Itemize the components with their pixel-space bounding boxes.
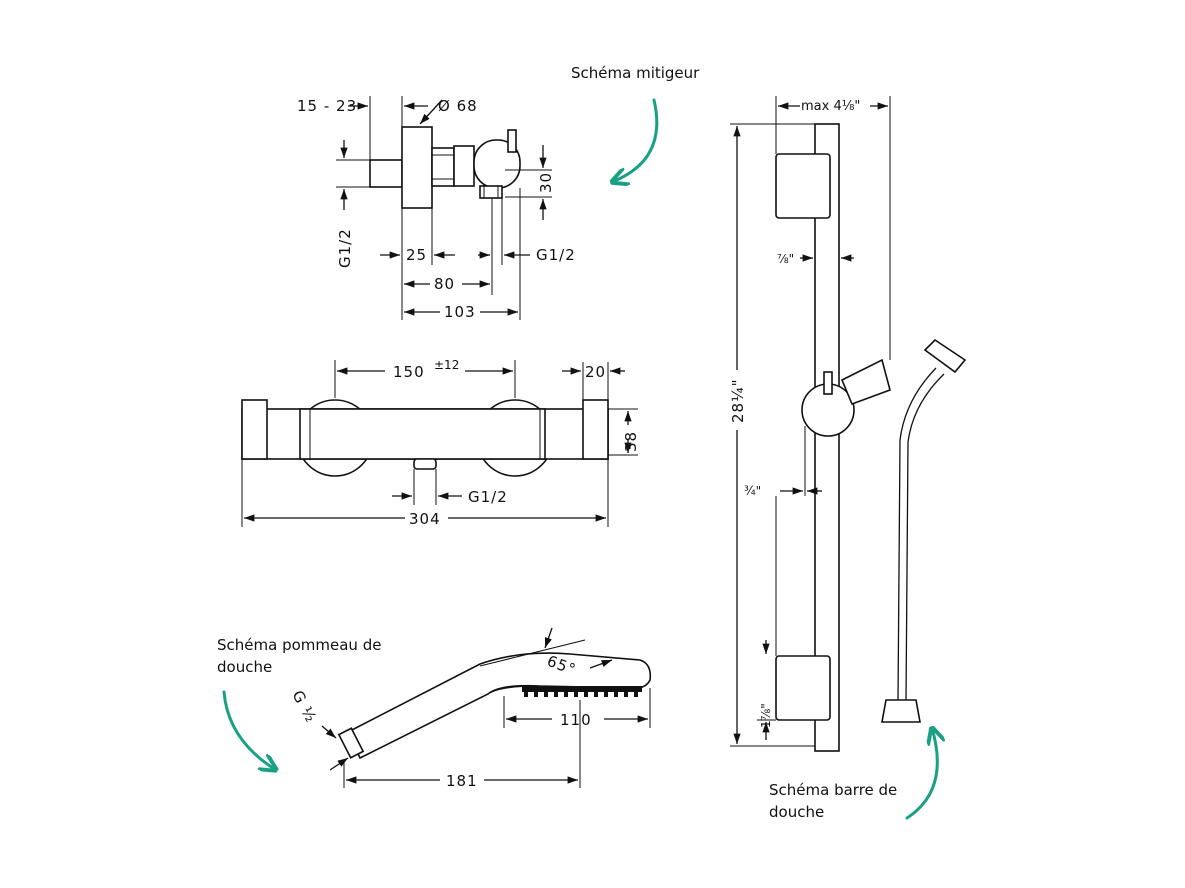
arrow-mixer xyxy=(612,98,659,182)
shower-bar-view: max 4⅛" ⅞" 28¼" ¾" 1⅞" xyxy=(729,96,967,752)
mixer-side-view: 15 - 23 Ø 68 G1/2 30 25 G1/2 80 xyxy=(297,96,576,321)
arrow-handshower xyxy=(222,690,276,770)
dim-304: 304 xyxy=(409,510,441,528)
dim-3-4: ¾" xyxy=(744,484,761,498)
dim-g12-front: G1/2 xyxy=(468,488,508,506)
dim-g12-left: G1/2 xyxy=(336,228,354,268)
dim-80: 80 xyxy=(434,275,455,293)
dim-28-1-4: 28¼" xyxy=(729,378,747,423)
caption-handshower: Schéma pommeau de douche xyxy=(217,636,382,676)
dim-150: 150 xyxy=(393,363,425,381)
dim-181: 181 xyxy=(446,772,478,790)
dim-20: 20 xyxy=(585,363,606,381)
dim-150-tolerance: ±12 xyxy=(434,358,459,372)
dim-110: 110 xyxy=(560,711,592,729)
dim-30: 30 xyxy=(537,172,555,193)
arrow-bar xyxy=(905,728,937,820)
dim-max-4-1-8: max 4⅛" xyxy=(801,99,860,114)
spray-nozzles xyxy=(522,686,642,697)
dim-g12-handshower: G ½ xyxy=(288,687,320,725)
dim-25: 25 xyxy=(406,246,427,264)
dim-38: 38 xyxy=(622,431,640,452)
dim-7-8: ⅞" xyxy=(777,252,794,266)
dim-g12-right: G1/2 xyxy=(536,246,576,264)
dim-diameter-68: Ø 68 xyxy=(438,97,478,115)
handshower-view: 65° 110 G ½ 181 xyxy=(288,627,652,790)
dim-15-23: 15 - 23 xyxy=(297,97,357,115)
caption-bar: Schéma barre de douche xyxy=(769,781,898,821)
caption-mixer: Schéma mitigeur xyxy=(571,64,700,82)
dim-103: 103 xyxy=(444,303,476,321)
dim-1-7-8: 1⅞" xyxy=(759,703,773,728)
mixer-front-view: 150 ±12 20 38 G1/2 304 xyxy=(241,358,640,528)
